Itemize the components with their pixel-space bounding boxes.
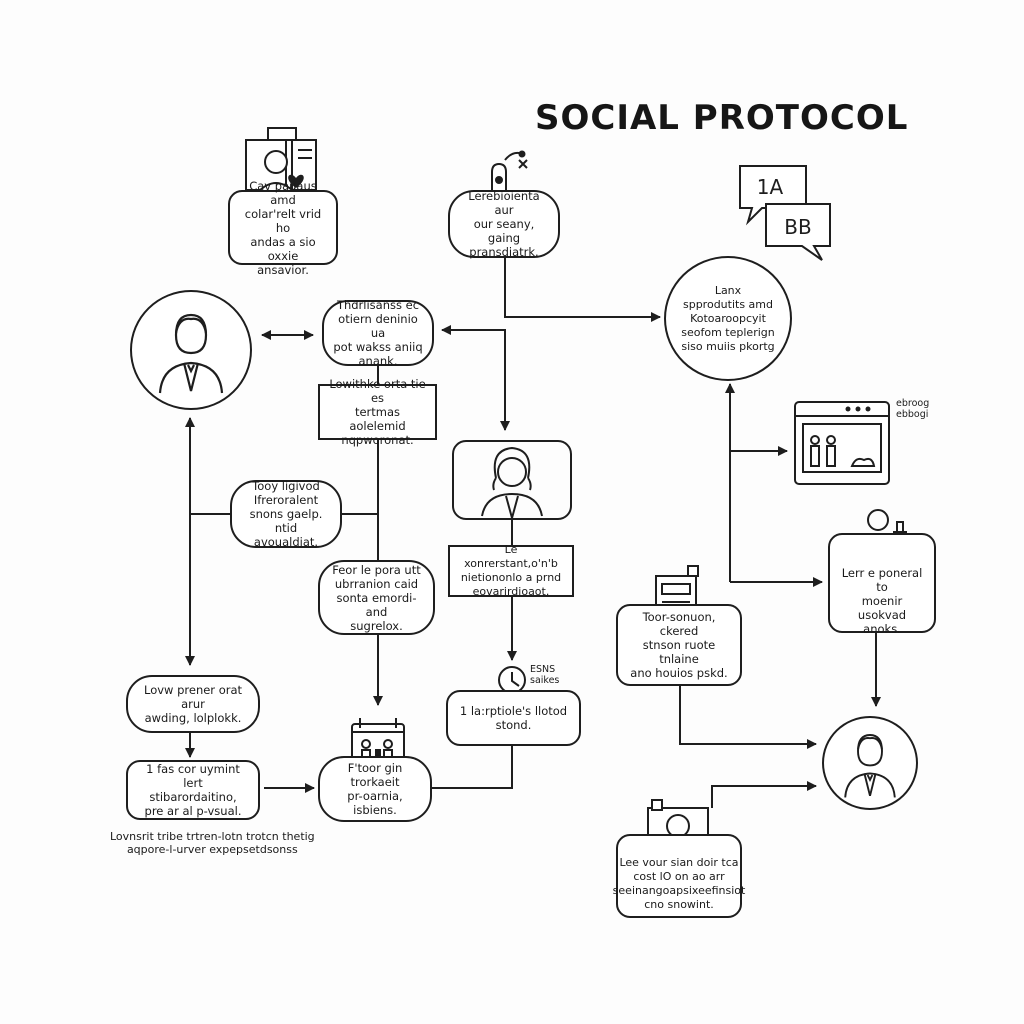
node-left-mid: Lovw prener orat arur awding, lolplokk.: [126, 675, 260, 733]
footnote: Lovnsrit tribe trtren-lotn trotcn thetig…: [110, 830, 315, 856]
node-clock-note: 1 la:rptiole's llotod stond.: [446, 690, 581, 746]
connector: [432, 746, 513, 789]
bubble-b-text: BB: [784, 215, 811, 239]
calendar-people-icon: [351, 718, 405, 765]
person-circle-right: [822, 716, 918, 810]
node-center-oval: Feor le pora utt ubrranion caid sonta em…: [318, 560, 435, 635]
node-bottom-right: Lee vour sian doir tca cost lO on ao arr…: [613, 834, 745, 918]
businessman-icon: [158, 313, 224, 394]
woman-headset-frame: [452, 440, 572, 520]
node-left-oval: Tooy ligivod Ifreroralent snons gaelp. n…: [230, 479, 342, 549]
node-bottom-center: F'toor gin trorkaeit pr-oarnia, isbiens.: [318, 756, 432, 822]
touch-gesture-icon: [491, 150, 528, 190]
clock-caption: ESNS saikes: [530, 664, 560, 686]
meeting-window-icon: [794, 401, 890, 485]
node-center-note: Le xonrerstant,o'n'b nietiononlo a prnd …: [448, 543, 574, 598]
window-caption: ebroog ebbogi: [896, 398, 930, 420]
node-card-note: Toor-sonuon, ckered stnson ruote tnlaine…: [616, 604, 742, 686]
woman-headset-icon: [481, 446, 543, 522]
connector: [679, 686, 817, 749]
node-right-circle: Lanx spprodutits amd Kotoaroopcyit seofo…: [664, 256, 792, 381]
profile-document-heart-icon: [245, 127, 317, 193]
node-center-box: Lowithke orta tie es tertmas aolelemid n…: [318, 377, 437, 447]
node-profile-note: Cav pauaus amd colar'relt vrid ho andas …: [228, 179, 338, 277]
clock-icon: [498, 666, 526, 694]
node-left-bottom: 1 fas cor uymint lert stibarordaitino, p…: [126, 760, 260, 820]
connector: [504, 258, 661, 322]
speech-bubbles-icon: 1A BB: [739, 165, 831, 261]
connector: [711, 781, 817, 808]
connector: [441, 325, 510, 431]
businessman-icon: [844, 734, 896, 798]
diagram-title: SOCIAL PROTOCOL: [535, 98, 909, 138]
person-circle-left: [130, 290, 252, 410]
bubble-a-text: 1A: [757, 175, 784, 199]
node-center-top: Thdrlisanss ec otiern deninio ua pot wak…: [322, 298, 434, 368]
node-touch-note: Lerebioienta aur our seany, gaing pransd…: [448, 189, 560, 259]
node-toast-note: Lerr e poneral to moenir usokvad anoks.: [828, 533, 936, 636]
